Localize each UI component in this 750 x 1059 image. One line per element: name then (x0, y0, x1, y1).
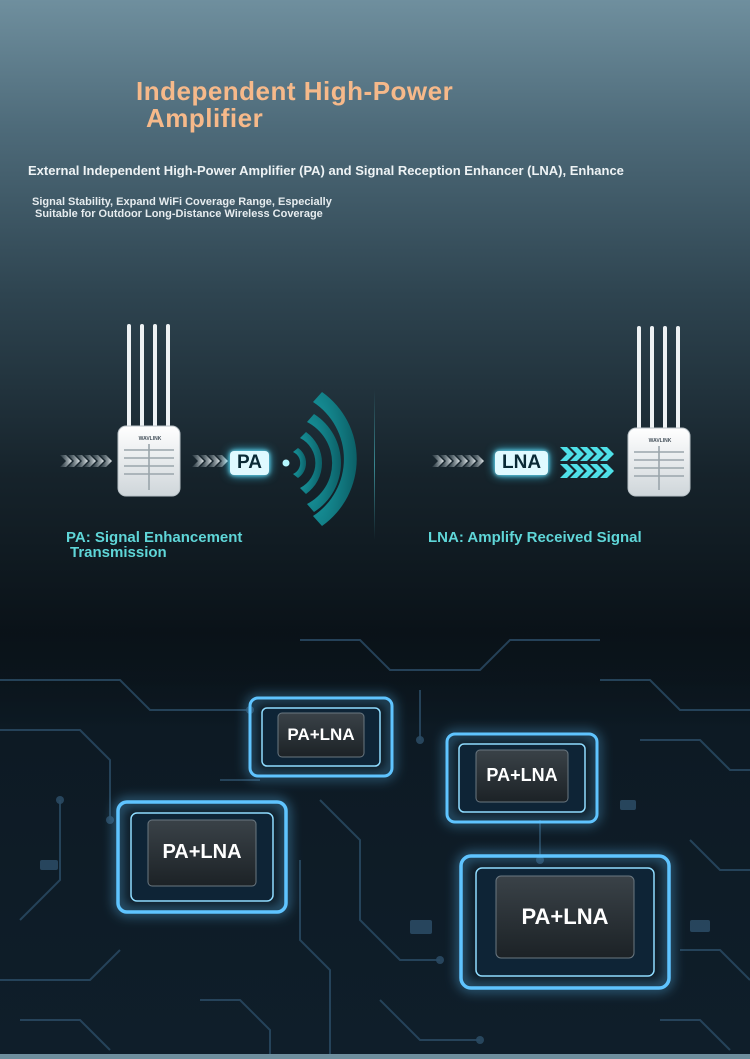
router-device-right-icon: WAVLINK (627, 326, 691, 497)
arrows-to-lna-icon (432, 455, 484, 467)
subtitle-block: Signal Stability, Expand WiFi Coverage R… (32, 196, 332, 220)
chip-1: PA+LNA (248, 696, 394, 778)
section-divider (374, 390, 375, 540)
signal-dot-icon (282, 459, 290, 467)
lna-caption: LNA: Amplify Received Signal (428, 529, 642, 546)
pa-lna-diagram: WAVLINK (0, 310, 750, 570)
page-title: Independent High-Power Amplifier (136, 78, 453, 132)
chip-3-label: PA+LNA (162, 841, 241, 863)
subtitle-line-2: Signal Stability, Expand WiFi Coverage R… (32, 196, 332, 208)
title-line-1: Independent High-Power (136, 76, 454, 106)
chip-3: PA+LNA (116, 800, 288, 914)
pa-caption: PA: Signal Enhancement Transmission (66, 530, 242, 560)
subtitle-line-3: Suitable for Outdoor Long-Distance Wirel… (35, 208, 323, 220)
chip-2-label: PA+LNA (486, 765, 557, 785)
chip-2: PA+LNA (445, 732, 599, 824)
lna-badge: LNA (495, 451, 549, 475)
pa-caption-line-2: Transmission (70, 544, 167, 561)
diagram-graphics: WAVLINK (60, 324, 691, 526)
device-logo-left: WAVLINK (139, 436, 162, 442)
router-device-left-icon: WAVLINK (117, 324, 181, 497)
chip-4: PA+LNA (459, 854, 671, 990)
pa-badge: PA (230, 451, 269, 475)
input-arrows-left-icon (60, 455, 112, 467)
device-logo-right: WAVLINK (649, 438, 672, 444)
arrows-to-pa-icon (192, 455, 228, 467)
title-line-2: Amplifier (146, 103, 264, 133)
chip-1-label: PA+LNA (287, 725, 354, 744)
circuit-board-image: PA+LNA PA+LNA PA+LNA PA+LNA (0, 620, 750, 1054)
circuit-traces (0, 639, 750, 1054)
pa-caption-line-1: PA: Signal Enhancement (66, 529, 243, 546)
amplified-arrows-icon (560, 447, 614, 478)
circuit-board-graphics: PA+LNA PA+LNA PA+LNA PA+LNA (0, 620, 750, 1054)
signal-waves-icon (293, 392, 357, 526)
subtitle-line-1: External Independent High-Power Amplifie… (28, 163, 624, 178)
chip-4-label: PA+LNA (522, 904, 609, 929)
